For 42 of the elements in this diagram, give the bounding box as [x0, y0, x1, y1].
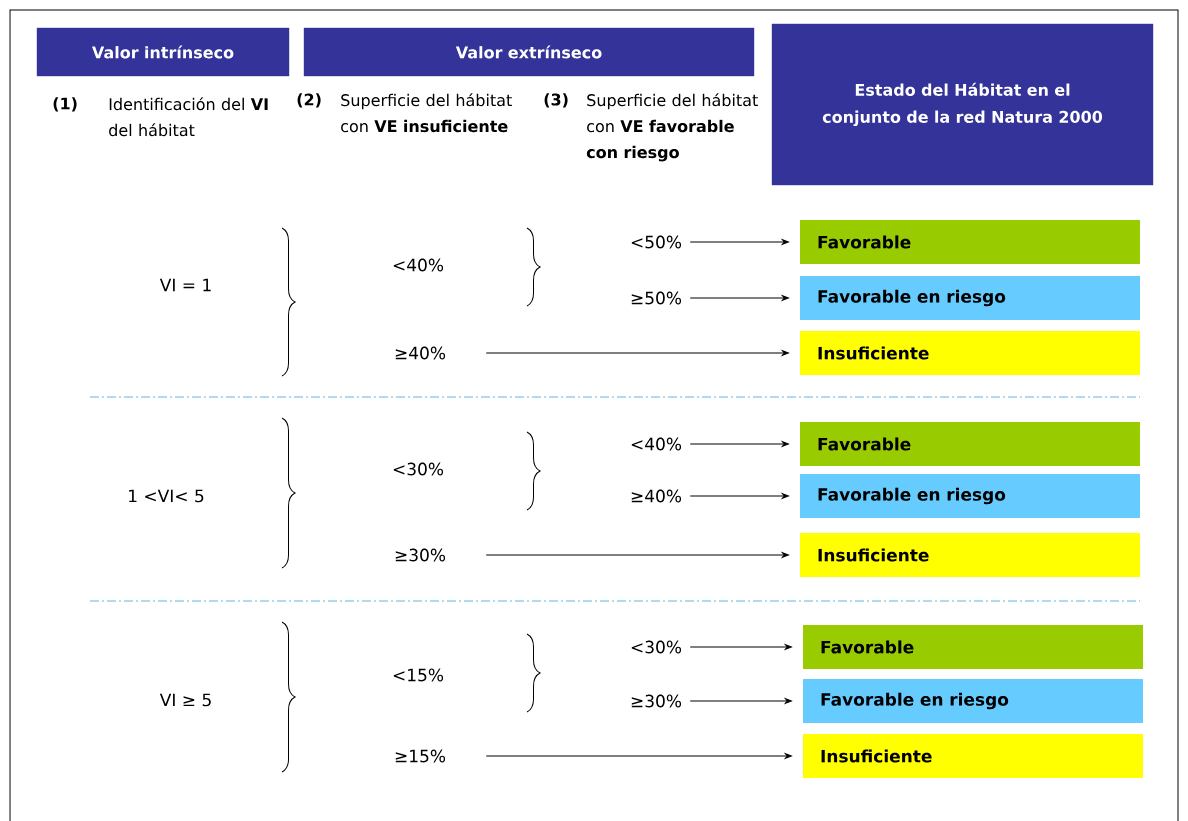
column-heading: Identificación del VI del hábitat [109, 97, 268, 137]
status-box: Favorable [800, 422, 1140, 466]
column-heading: Superficie del hábitat con VE insuficiente [341, 93, 512, 133]
percent-label: ≥30% [395, 548, 446, 562]
percent-label: <30% [393, 462, 444, 476]
percent-label: ≥40% [631, 489, 682, 503]
percent-label: <50% [631, 235, 682, 249]
status-box: Favorable en riesgo [800, 276, 1140, 320]
arrow [485, 552, 789, 558]
status-box: Insuficiente [800, 331, 1140, 375]
percent-label: <30% [631, 640, 682, 654]
value-label: VI ≥ 5 [159, 693, 211, 707]
header-box: Valor extrínseco [303, 27, 755, 77]
arrow [689, 441, 789, 447]
arrow [689, 493, 789, 499]
percent-label: <40% [393, 258, 444, 272]
arrow [485, 350, 789, 356]
number-label: (2) [297, 93, 321, 108]
header-box: Estado del Hábitat en el conjunto de la red Natura 2000 [771, 23, 1154, 186]
status-box: Insuficiente [800, 533, 1140, 577]
number-label: (3) [544, 93, 568, 108]
value-label: VI = 1 [159, 278, 211, 292]
arrow [689, 644, 792, 650]
arrow [485, 753, 792, 759]
percent-label: ≥30% [631, 694, 682, 708]
status-box: Favorable [800, 220, 1140, 264]
status-box: Insuficiente [803, 734, 1143, 778]
percent-label: ≥40% [395, 346, 446, 360]
percent-label: <40% [631, 437, 682, 451]
status-box: Favorable en riesgo [800, 474, 1140, 518]
percent-label: <15% [393, 668, 444, 682]
arrow [689, 295, 789, 301]
column-heading: Superficie del hábitat con VE favorable con riesgo [586, 93, 758, 162]
status-box: Favorable [803, 625, 1143, 669]
status-box: Favorable en riesgo [803, 679, 1143, 723]
arrow [689, 239, 789, 245]
percent-label: ≥15% [395, 749, 446, 763]
header-box: Valor intrínseco [36, 27, 290, 77]
percent-label: ≥50% [631, 291, 682, 305]
arrow [689, 698, 792, 704]
value-label: 1 <VI< 5 [129, 489, 204, 503]
number-label: (1) [53, 97, 77, 112]
